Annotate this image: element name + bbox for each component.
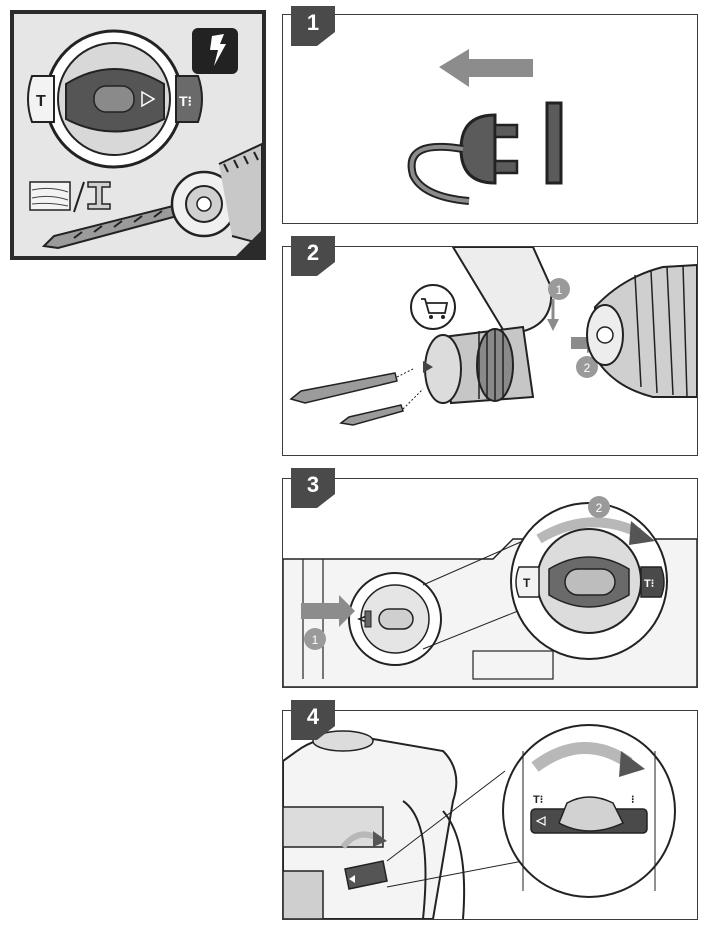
step-2-callout-2 xyxy=(576,356,598,378)
svg-text:T⁝: T⁝ xyxy=(644,578,654,590)
svg-text:2: 2 xyxy=(596,501,603,515)
svg-text:1: 1 xyxy=(312,633,319,647)
chuck-install-illustration: 1 2 xyxy=(289,247,697,426)
svg-text:T: T xyxy=(36,93,46,110)
svg-text:⁝: ⁝ xyxy=(631,794,635,806)
svg-text:2: 2 xyxy=(584,361,591,375)
step-2-callout-1 xyxy=(548,278,570,300)
step-4-panel: T⁝ ⁝ xyxy=(282,710,698,920)
step-1-panel xyxy=(282,14,698,224)
unplug-illustration xyxy=(407,49,563,205)
mode-selector-step-illustration: 1 T T⁝ 2 xyxy=(283,496,697,687)
svg-text:T⁝: T⁝ xyxy=(179,93,192,109)
step-2-number: 2 xyxy=(306,240,320,265)
wall-socket-icon xyxy=(545,101,563,185)
rotate-arrow-icon xyxy=(531,741,633,772)
shopping-cart-icon xyxy=(421,298,449,314)
hammer-drill-mode-icon xyxy=(192,28,238,74)
direction-switch-icon xyxy=(344,860,388,890)
mode-selector-illustration: T T⁝ xyxy=(27,28,262,250)
step-1-number: 1 xyxy=(306,10,320,35)
hero-illustration-panel: T T⁝ xyxy=(10,10,266,260)
rotate-arrow-icon xyxy=(536,517,642,544)
direction-switch-illustration: T⁝ ⁝ xyxy=(283,724,676,919)
drill-bit-icon xyxy=(289,372,398,404)
metal-material-icon xyxy=(87,181,111,210)
step-2-panel: 1 2 xyxy=(282,246,698,456)
step-4-badge: 4 xyxy=(291,700,341,740)
power-plug-icon xyxy=(459,113,497,185)
step-3-number: 3 xyxy=(306,472,320,497)
step-3-callout-2 xyxy=(588,496,610,518)
step-2-badge: 2 xyxy=(291,236,341,276)
svg-text:1: 1 xyxy=(556,283,563,297)
step-4-number: 4 xyxy=(306,704,320,729)
hammer-drill-tab-icon xyxy=(175,75,203,123)
step-1-badge: 1 xyxy=(291,6,341,46)
direction-arrow-icon xyxy=(439,49,533,87)
chuck-adapter-icon xyxy=(451,247,553,334)
svg-text:T⁝: T⁝ xyxy=(533,794,543,806)
drill-mode-tab-icon xyxy=(27,75,55,123)
step-3-panel: 1 T T⁝ 2 xyxy=(282,478,698,688)
step-3-badge: 3 xyxy=(291,468,341,508)
svg-text:T: T xyxy=(523,576,531,590)
step-3-callout-1 xyxy=(304,628,326,650)
